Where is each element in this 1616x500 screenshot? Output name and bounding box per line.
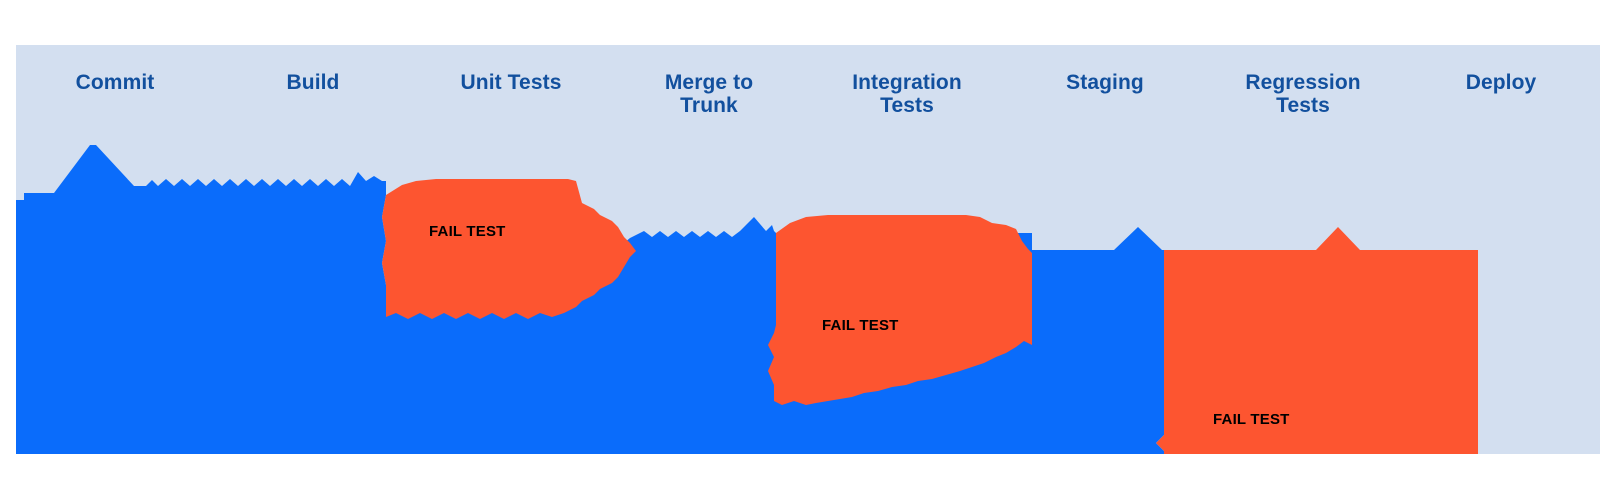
stacked-area-chart [16, 145, 1478, 454]
series-failing-area-integration-tests [768, 215, 1032, 405]
plot-area: FAIL TEST FAIL TEST FAIL TEST [16, 45, 1600, 454]
series-passing-area-segment-3 [1032, 227, 1164, 454]
series-failing-area-regression-tests [1156, 227, 1478, 454]
series-failing-area-unit-tests [382, 179, 636, 319]
